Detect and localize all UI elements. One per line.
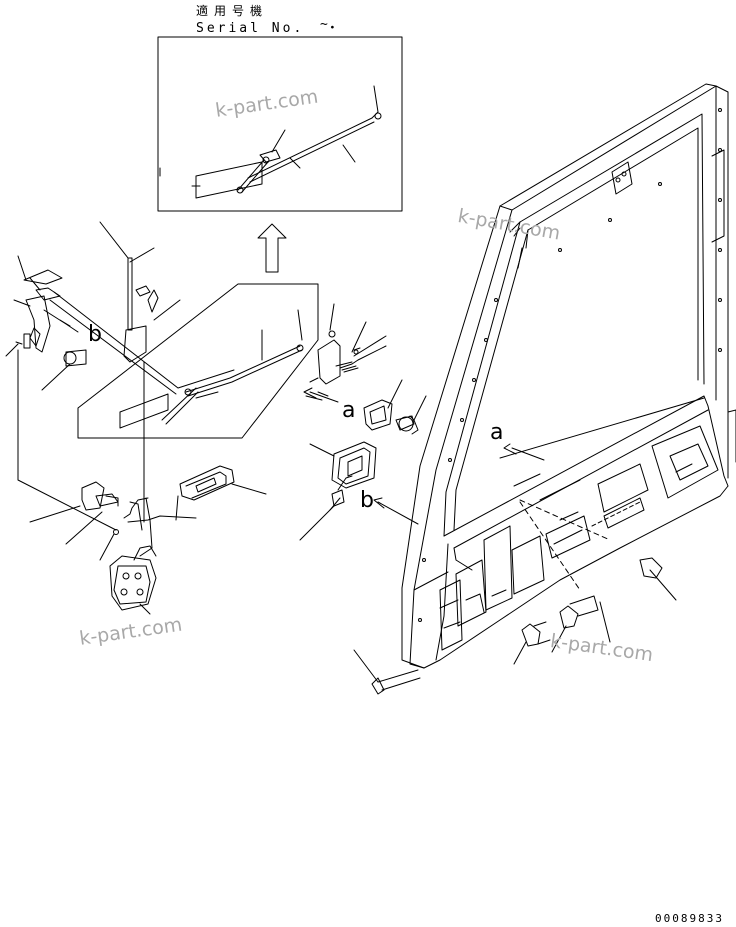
callout-b-left: b: [88, 322, 102, 347]
arrows: [303, 387, 545, 525]
callout-a-left: a: [342, 398, 356, 423]
callout-b-right: b: [360, 488, 374, 513]
callout-a-right: a: [490, 420, 504, 445]
inset-box: [157, 36, 403, 212]
cover-plate: [309, 441, 377, 489]
bolt-middle: [299, 475, 353, 541]
up-arrow: [257, 223, 287, 273]
door-frame: [401, 83, 736, 669]
outer-handle: [175, 465, 267, 521]
inner-handle: [363, 379, 427, 435]
serial-number-label: Serial No. ・: [196, 21, 364, 36]
drawing-number: 00089833: [655, 912, 724, 925]
applicability-label: 適用号機: [196, 4, 269, 18]
linkage-frame: [77, 283, 319, 439]
upper-lock-bracket: [5, 221, 235, 531]
upper-right-bracket: [305, 303, 387, 401]
serial-range-tilde: ~: [320, 17, 328, 32]
lower-lock-assembly: [29, 481, 197, 615]
bottom-bolts: [353, 557, 677, 695]
